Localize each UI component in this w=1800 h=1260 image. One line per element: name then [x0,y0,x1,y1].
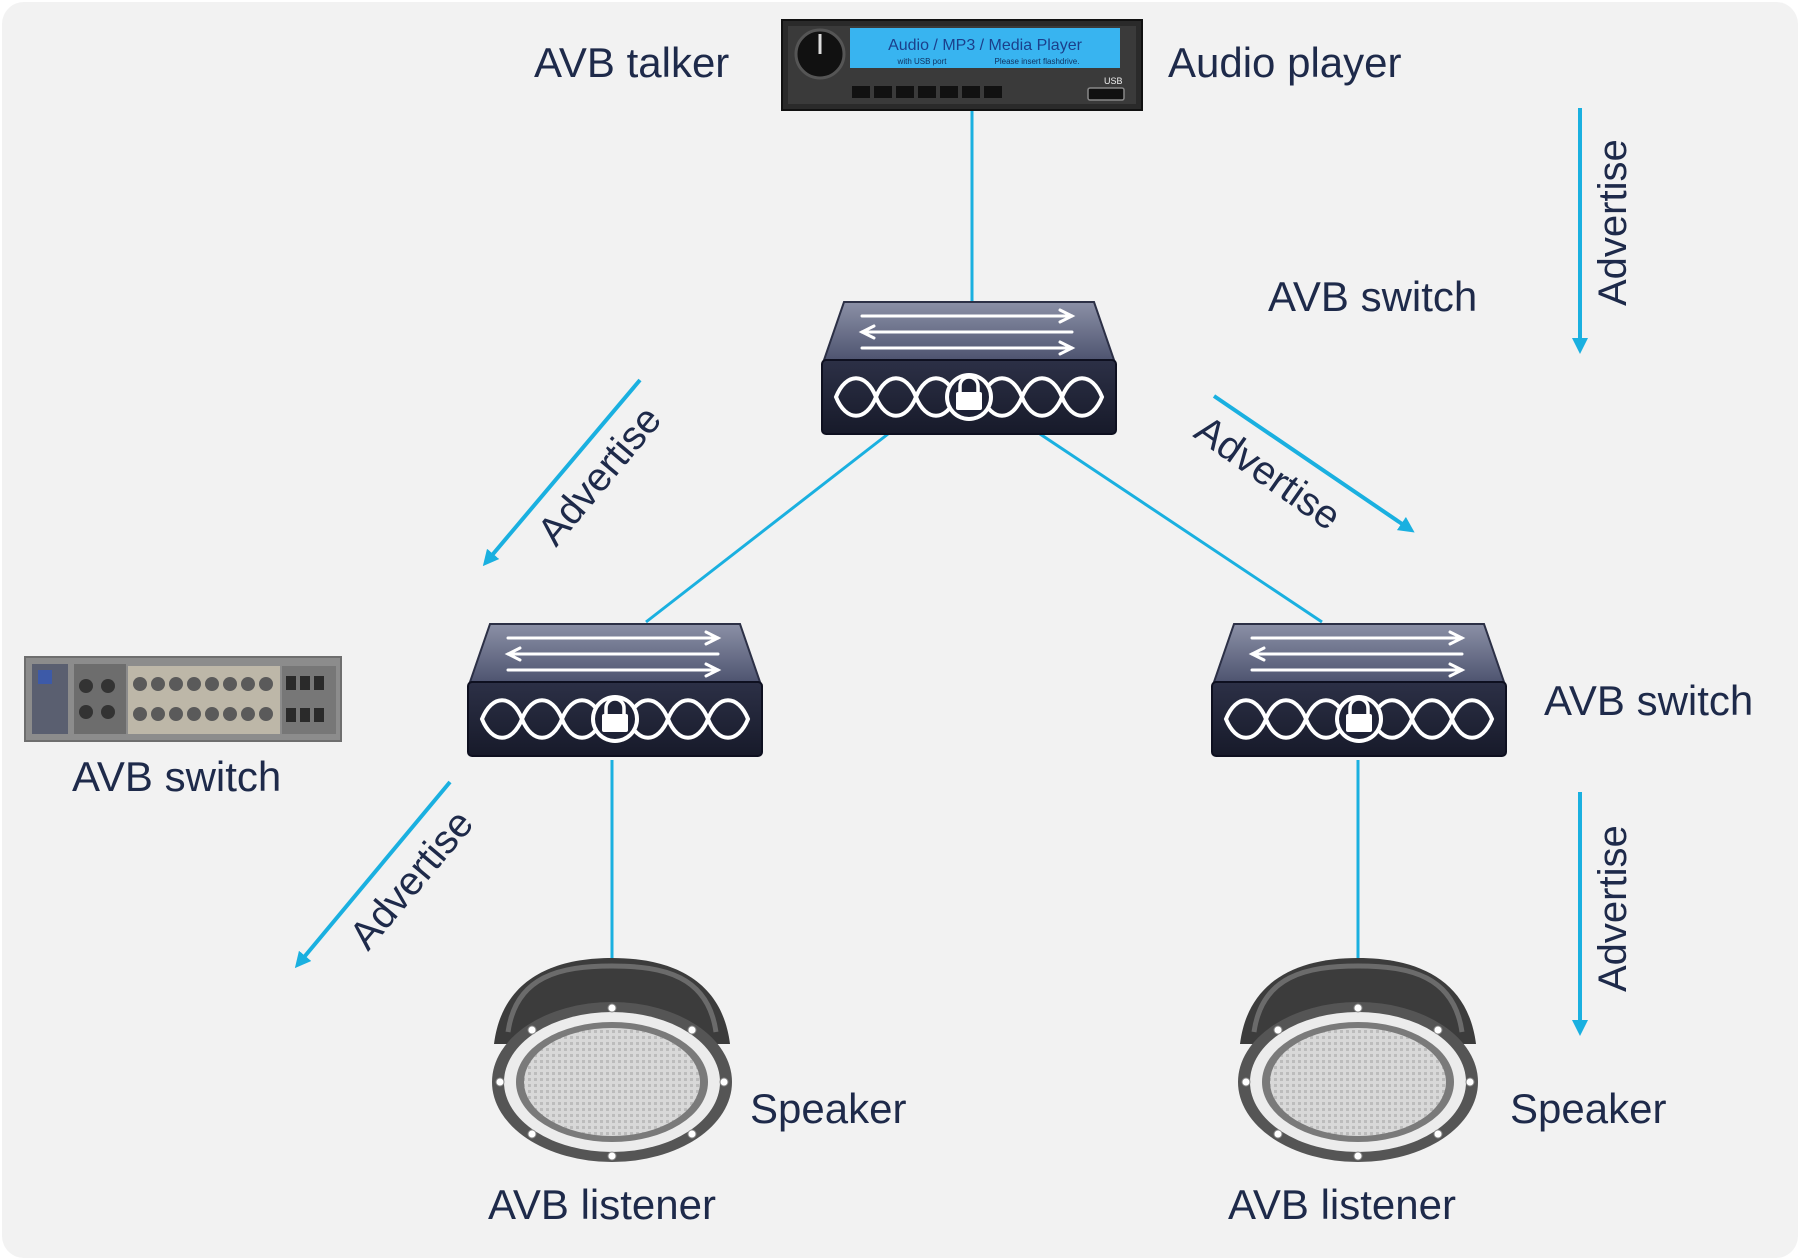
player-usb-label: USB [1104,76,1123,86]
arrow-icon-right-upper [1212,394,1415,533]
player-display-line2-right: Please insert flashdrive. [995,57,1080,66]
label-avb-switch-top: AVB switch [1268,273,1478,320]
label-audio-player: Audio player [1168,39,1402,86]
label-speaker-left: Speaker [750,1085,907,1132]
label-avb-listener-left: AVB listener [488,1181,716,1228]
switch-icon [821,301,1117,435]
link-top-to-right-switch [1039,432,1323,624]
label-speaker-right: Speaker [1510,1085,1667,1132]
player-buttons [852,86,1002,98]
player-display-line1: Audio / MP3 / Media Player [888,37,1083,54]
advertise-label-top-right: Advertise [1591,139,1635,306]
player-display-line2-left: with USB port [897,57,948,66]
label-avb-switch-left: AVB switch [72,753,282,800]
network-links [610,110,1360,976]
switch-icon-left [466,622,764,758]
arrow-icon-left-upper [482,378,642,567]
arrow-icon-left-lower [294,780,452,969]
advertise-arrows [294,108,1588,1036]
label-avb-switch-right: AVB switch [1544,677,1754,724]
switch-icon-right [1210,622,1508,758]
lock-icon [945,373,993,421]
speaker-icon-right [1238,958,1478,1162]
label-avb-talker: AVB talker [534,39,730,86]
rack-switch-icon [24,656,342,742]
audio-player-icon: Audio / MP3 / Media Player with USB port… [781,19,1143,111]
advertise-label-right-lower: Advertise [1591,825,1635,992]
link-top-to-left-switch [645,432,889,624]
speaker-icon [492,958,732,1162]
label-avb-listener-right: AVB listener [1228,1181,1456,1228]
